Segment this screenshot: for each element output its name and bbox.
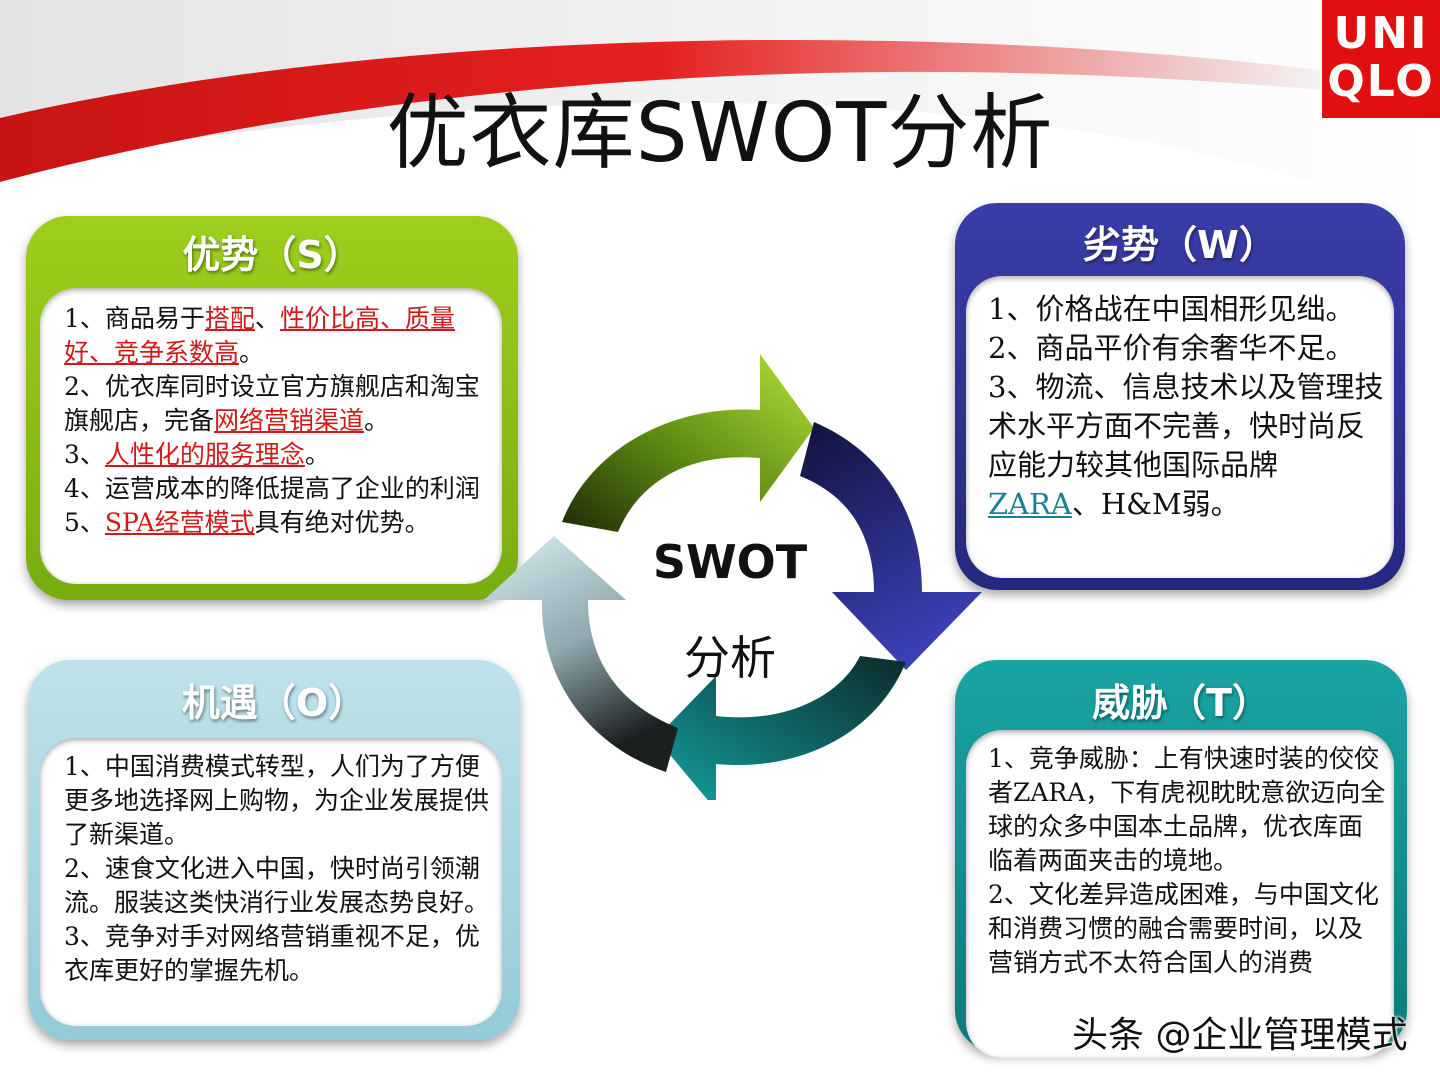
strengths-item-text: 性价比高、质量好、竞争系数高 <box>64 304 455 367</box>
strengths-item-text: 搭配 <box>204 304 255 333</box>
weaknesses-item-text: 2、商品平价有余奢华不足。 <box>988 331 1355 365</box>
watermark: 头条 @企业管理模式 <box>1072 1015 1408 1056</box>
weaknesses-item-text: 3、物流、信息技术以及管理技术水平方面不完善，快时尚反应能力较其他国际品牌 <box>988 370 1384 482</box>
strengths-item-text: 、 <box>254 304 280 333</box>
opportunities-item: 3、竞争对手对网络营销重视不足，优衣库更好的掌握先机。 <box>64 920 490 988</box>
arrow-opportunities <box>656 656 906 800</box>
strengths-content: 1、商品易于搭配、性价比高、质量好、竞争系数高。2、优衣库同时设立官方旗舰店和淘… <box>40 288 502 584</box>
weaknesses-title: 劣势（W） <box>1083 223 1277 267</box>
arrow-strengths <box>562 354 814 532</box>
logo-line-1: UNI <box>1333 8 1429 59</box>
threats-title: 威胁（T） <box>1092 681 1270 725</box>
strengths-item-text: 。 <box>304 440 330 469</box>
strengths-item-text: 具有绝对优势。 <box>254 508 430 537</box>
opportunities-item-text: 3、竞争对手对网络营销重视不足，优衣库更好的掌握先机。 <box>64 922 480 985</box>
page-title: 优衣库SWOT分析 <box>386 86 1054 181</box>
strengths-item: 1、商品易于搭配、性价比高、质量好、竞争系数高。 <box>64 302 488 370</box>
opportunities-item-text: 2、速食文化进入中国，快时尚引领潮流。服装这类快消行业发展态势良好。 <box>64 854 490 917</box>
opportunities-title: 机遇（O） <box>181 681 367 725</box>
threats-item-text: 1、竞争威胁：上有快速时装的佼佼者ZARA，下有虎视眈眈意欲迈向全球的众多中国本… <box>988 744 1386 875</box>
strengths-item: 4、运营成本的降低提高了企业的利润 <box>64 472 488 506</box>
weaknesses-list: 1、价格战在中国相形见绌。2、商品平价有余奢华不足。3、物流、信息技术以及管理技… <box>988 290 1386 524</box>
weaknesses-content: 1、价格战在中国相形见绌。2、商品平价有余奢华不足。3、物流、信息技术以及管理技… <box>966 276 1394 578</box>
strengths-item-text: 。 <box>239 338 265 367</box>
uniqlo-logo: UNI QLO <box>1322 0 1440 118</box>
weaknesses-item: 2、商品平价有余奢华不足。 <box>988 329 1386 368</box>
threats-item: 2、文化差异造成困难，与中国文化和消费习惯的融合需要时间，以及营销方式不太符合国… <box>988 878 1386 980</box>
strengths-item-text: 1、商品易于 <box>64 304 205 333</box>
threats-item: 1、竞争威胁：上有快速时装的佼佼者ZARA，下有虎视眈眈意欲迈向全球的众多中国本… <box>988 742 1386 878</box>
strengths-title: 优势（S） <box>182 233 362 277</box>
strengths-item-text: 人性化的服务理念 <box>104 440 305 469</box>
strengths-item-text: 5、 <box>64 508 105 537</box>
weaknesses-item: 3、物流、信息技术以及管理技术水平方面不完善，快时尚反应能力较其他国际品牌 ZAR… <box>988 368 1386 524</box>
opportunities-item-text: 1、中国消费模式转型，人们为了方便更多地选择网上购物，为企业发展提供了新渠道。 <box>64 752 490 849</box>
strengths-item: 3、人性化的服务理念。 <box>64 438 488 472</box>
strengths-item-text: 3、 <box>64 440 105 469</box>
opportunities-list: 1、中国消费模式转型，人们为了方便更多地选择网上购物，为企业发展提供了新渠道。2… <box>64 750 490 988</box>
strengths-item-text: 。 <box>364 406 390 435</box>
center-analysis-label: 分析 <box>684 631 776 685</box>
weaknesses-item-text: 、H&M弱。 <box>1071 487 1240 521</box>
strengths-item-text: 4、运营成本的降低提高了企业的利润 <box>64 474 480 503</box>
threats-content: 1、竞争威胁：上有快速时装的佼佼者ZARA，下有虎视眈眈意欲迈向全球的众多中国本… <box>966 730 1394 1058</box>
weaknesses-item-text: ZARA <box>988 487 1072 521</box>
threats-item-text: 2、文化差异造成困难，与中国文化和消费习惯的融合需要时间，以及营销方式不太符合国… <box>988 880 1379 977</box>
opportunities-content: 1、中国消费模式转型，人们为了方便更多地选择网上购物，为企业发展提供了新渠道。2… <box>40 738 502 1026</box>
arrow-threats <box>484 536 678 772</box>
strengths-item-text: 网络营销渠道 <box>214 406 365 435</box>
opportunities-item: 2、速食文化进入中国，快时尚引领潮流。服装这类快消行业发展态势良好。 <box>64 852 490 920</box>
center-swot-label: SWOT <box>652 535 808 589</box>
swot-cycle-arrows <box>484 354 982 800</box>
strengths-item: 5、SPA经营模式具有绝对优势。 <box>64 506 488 540</box>
arrow-weaknesses <box>800 422 982 670</box>
opportunities-item: 1、中国消费模式转型，人们为了方便更多地选择网上购物，为企业发展提供了新渠道。 <box>64 750 490 852</box>
logo-line-2: QLO <box>1327 56 1435 107</box>
threats-list: 1、竞争威胁：上有快速时装的佼佼者ZARA，下有虎视眈眈意欲迈向全球的众多中国本… <box>988 742 1386 980</box>
header-swoosh <box>0 0 1440 230</box>
strengths-item-text: SPA经营模式 <box>104 508 255 537</box>
weaknesses-item-text: 1、价格战在中国相形见绌。 <box>988 292 1355 326</box>
weaknesses-item: 1、价格战在中国相形见绌。 <box>988 290 1386 329</box>
strengths-list: 1、商品易于搭配、性价比高、质量好、竞争系数高。2、优衣库同时设立官方旗舰店和淘… <box>64 302 488 540</box>
strengths-item-text: 2、优衣库同时设立官方旗舰店和淘宝旗舰店，完备 <box>64 372 480 435</box>
strengths-item: 2、优衣库同时设立官方旗舰店和淘宝旗舰店，完备网络营销渠道。 <box>64 370 488 438</box>
